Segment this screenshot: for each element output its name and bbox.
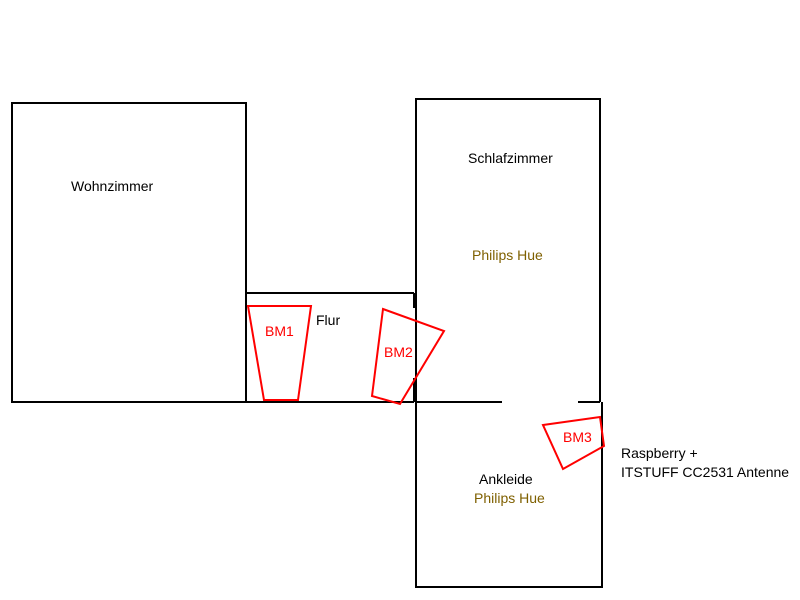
gateway-label-line2: ITSTUFF CC2531 Antenne: [621, 464, 790, 480]
bm2-sensor-shape: [370, 307, 446, 406]
wohnzimmer-walls: [11, 102, 247, 403]
bm3-sensor-shape: [541, 415, 606, 471]
schlafzimmer-walls: [415, 98, 601, 403]
schlafzimmer-light-label: Philips Hue: [472, 247, 543, 263]
schlafzimmer-label: Schlafzimmer: [468, 150, 553, 166]
ankleide-light-label: Philips Hue: [474, 490, 545, 506]
ankleide-label: Ankleide: [479, 471, 533, 487]
wohnzimmer-label: Wohnzimmer: [71, 178, 154, 194]
flur-walls: [245, 292, 415, 403]
bm2-label: BM2: [384, 344, 413, 360]
bm3-label: BM3: [563, 429, 592, 445]
flur-label: Flur: [316, 312, 341, 328]
gateway-label-line1: Raspberry +: [621, 445, 698, 461]
bm1-sensor-shape: [246, 305, 313, 401]
ankleide-walls: [415, 402, 603, 588]
bm1-label: BM1: [265, 323, 294, 339]
